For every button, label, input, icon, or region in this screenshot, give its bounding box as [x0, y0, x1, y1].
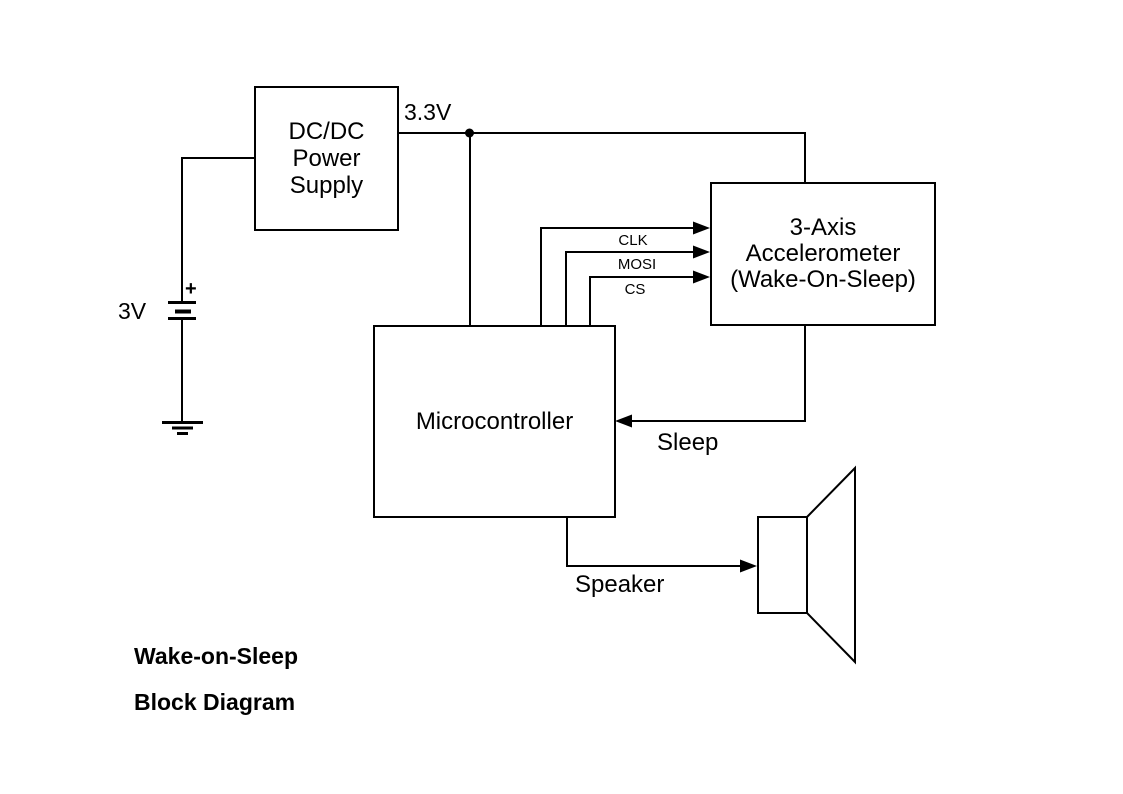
mosi-wire-path [565, 251, 694, 326]
dcdc-power-supply-label: DC/DC Power Supply [288, 118, 365, 199]
clk-wire-path [540, 227, 694, 326]
spi-mosi-label: MOSI [617, 256, 657, 273]
microcontroller-block: Microcontroller [373, 325, 616, 518]
rail-voltage-label: 3.3V [404, 99, 452, 125]
ground-icon [162, 421, 203, 435]
spi-cs-wire [589, 270, 710, 326]
speaker-horn [806, 465, 856, 665]
cs-arrowhead [693, 270, 710, 284]
battery-polarity-label: + [185, 278, 197, 300]
spi-clk-label: CLK [618, 232, 648, 249]
power-rail-wire [399, 132, 806, 183]
sleep-wire-path [631, 326, 806, 422]
battery-feed-wire [181, 157, 255, 301]
speaker-wire [566, 518, 757, 573]
speaker-driver-body [757, 516, 808, 614]
spi-cs-label: CS [624, 281, 646, 298]
sleep-signal-label: Sleep [657, 429, 719, 456]
diagram-title-line2: Block Diagram [134, 689, 296, 715]
speaker-net-label: Speaker [575, 571, 665, 598]
dcdc-power-supply-block: DC/DC Power Supply [254, 86, 399, 231]
power-rail-3v3 [399, 128, 806, 326]
spi-clk-wire [540, 221, 710, 326]
speaker-arrowhead [740, 559, 757, 573]
speaker-icon [757, 465, 856, 665]
battery-voltage-label: 3V [118, 298, 147, 324]
battery-icon [168, 301, 196, 320]
battery-circuit [162, 157, 255, 435]
accelerometer-block: 3-Axis Accelerometer (Wake-On-Sleep) [710, 182, 936, 326]
accelerometer-label: 3-Axis Accelerometer (Wake-On-Sleep) [730, 214, 916, 293]
spi-mosi-wire [565, 245, 710, 326]
cs-wire-path [589, 276, 694, 326]
sleep-arrowhead [615, 414, 632, 428]
diagram-title-line1: Wake-on-Sleep [134, 643, 299, 669]
microcontroller-label: Microcontroller [415, 408, 574, 435]
sleep-wire [615, 326, 806, 428]
speaker-wire-path [566, 518, 741, 567]
mosi-arrowhead [693, 245, 710, 259]
clk-arrowhead [693, 221, 710, 235]
